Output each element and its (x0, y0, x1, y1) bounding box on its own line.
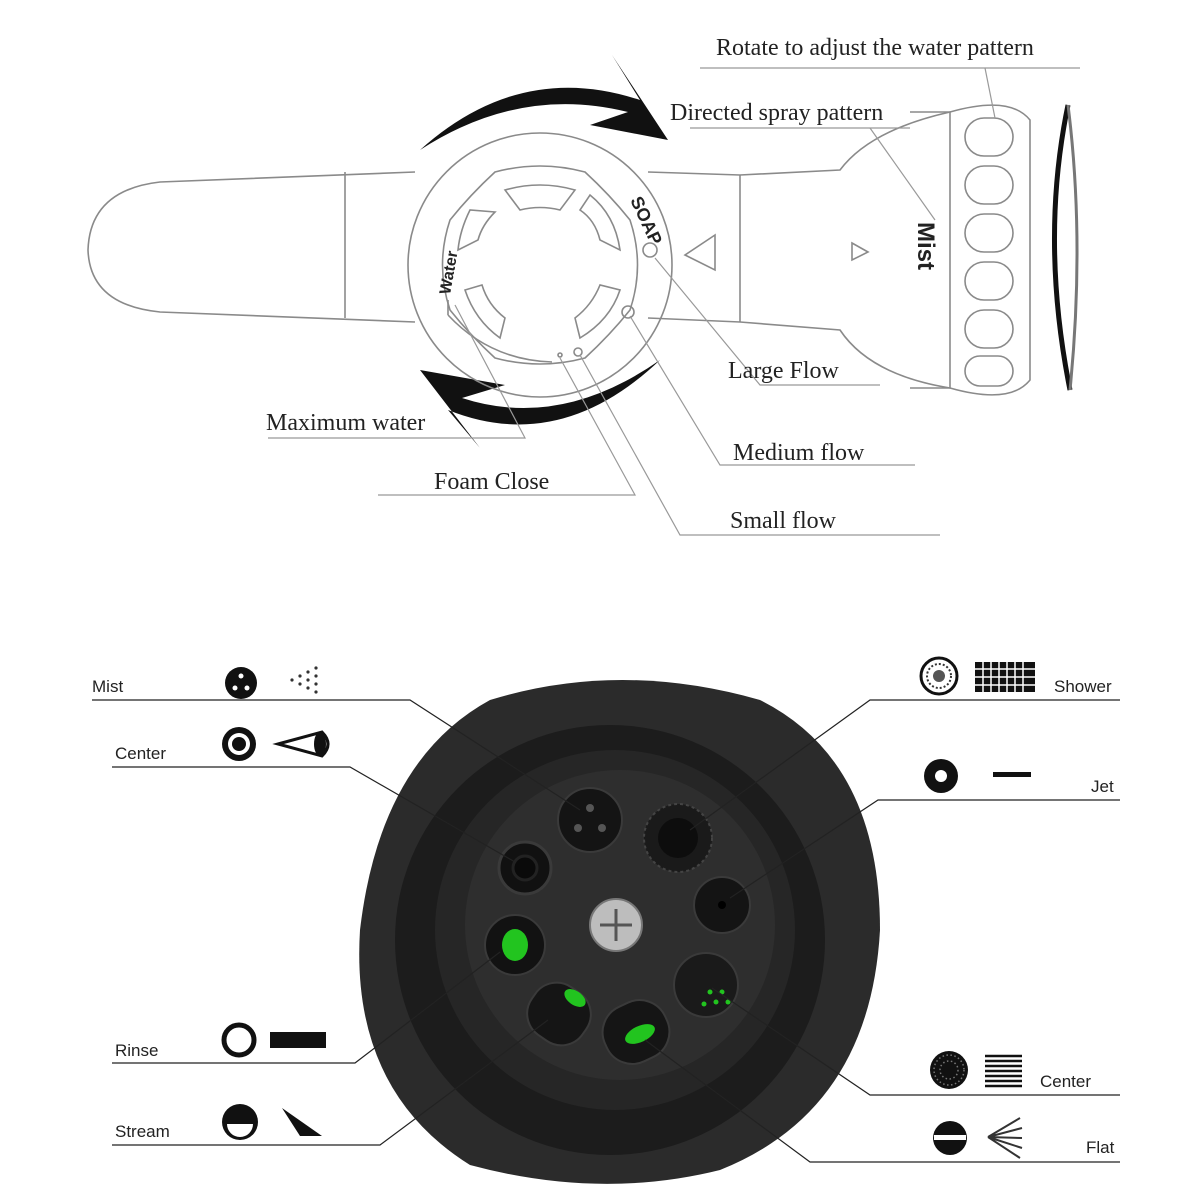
left-label-rinse: Rinse (115, 1041, 158, 1060)
rotate-arrows (420, 55, 668, 448)
fan-spray-icon (987, 1117, 1023, 1159)
left-label-mist: Mist (92, 677, 123, 696)
three-dots-circle-icon (225, 667, 257, 699)
bottom-right-labels: Shower Jet Center Flat (1040, 677, 1115, 1157)
pattern-ring: Mist (912, 104, 1079, 396)
half-filled-circle-icon (222, 1104, 258, 1140)
cone-spray-icon (272, 730, 330, 758)
top-leader-lines (268, 67, 1080, 536)
medium-flow-label: Medium flow (733, 440, 865, 466)
maximum-water-label: Maximum water (266, 410, 425, 436)
lined-block-icon (985, 1054, 1022, 1088)
rotate-label: Rotate to adjust the water pattern (716, 35, 1034, 61)
dial-water-text: Water (437, 250, 461, 296)
mist-spray-icon (290, 666, 318, 694)
solid-bar-icon (270, 1032, 326, 1048)
small-flow-label: Small flow (730, 508, 837, 534)
right-label-shower: Shower (1054, 677, 1112, 696)
mist-band-text: Mist (912, 222, 939, 270)
dash-line-icon (993, 772, 1031, 777)
foam-close-label: Foam Close (434, 469, 549, 495)
ring-with-dot-icon (222, 727, 256, 761)
dial-soap-text: SOAP (626, 193, 666, 248)
bottom-leader-lines (92, 699, 1120, 1163)
grid-spray-icon (975, 662, 1035, 692)
wedge-stream-icon (282, 1108, 322, 1136)
bottom-left-labels: Mist Center Rinse Stream (92, 677, 170, 1141)
top-labels: Rotate to adjust the water pattern Direc… (266, 35, 1034, 534)
thick-ring-icon (924, 759, 958, 793)
right-label-jet: Jet (1091, 777, 1114, 796)
left-label-center: Center (115, 744, 166, 763)
nozzle-face (359, 680, 880, 1184)
split-circle-icon (933, 1121, 967, 1155)
right-label-flat: Flat (1086, 1138, 1115, 1157)
dotted-disc-icon (930, 1051, 968, 1089)
large-flow-label: Large Flow (728, 358, 840, 384)
right-label-center: Center (1040, 1072, 1091, 1091)
hose-nozzle-outline (87, 111, 951, 389)
dotted-ring-icon (919, 656, 959, 696)
left-label-stream: Stream (115, 1122, 170, 1141)
open-ring-icon (221, 1022, 257, 1058)
directed-spray-label: Directed spray pattern (670, 100, 883, 126)
